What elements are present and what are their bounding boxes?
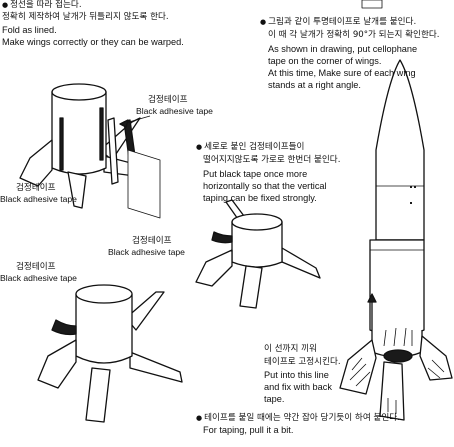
label-left-en: Black adhesive tape — [0, 194, 77, 204]
fin-left-mid — [195, 249, 233, 287]
tape-corners-en-2: tape on the corner of wings. — [268, 56, 382, 66]
fin-left — [19, 139, 53, 187]
figure-tube-top — [19, 83, 161, 219]
pull-tape-ko: 테이프를 붙일 때에는 약간 잡아 당기듯이 하여 붙인다. — [196, 413, 400, 425]
tape-corners-en-4: stands at a right angle. — [268, 80, 361, 90]
black-tape-en-3: taping can be fixed strongly. — [203, 193, 317, 203]
top-tab-shape — [361, 0, 383, 9]
fix-line-en-3: tape. — [264, 394, 285, 404]
label-top-en: Black adhesive tape — [136, 106, 213, 116]
tube-top — [51, 83, 107, 101]
tube-top-bot — [75, 284, 133, 304]
fin-lower-bot — [85, 367, 111, 423]
fin-right-bot — [129, 351, 183, 383]
fold-instruction-en: Fold as lined. — [2, 25, 57, 35]
label-left-ko: 검정테이프 — [16, 183, 56, 193]
arrow-head — [367, 293, 377, 303]
figure-tube-middle — [195, 199, 321, 309]
fix-line-en-1: Put into this line — [264, 370, 329, 380]
tape-strip-2 — [99, 107, 104, 161]
black-tape-en-2: horizontally so that the vertical — [203, 181, 327, 191]
fix-line-en-2: and fix with back — [264, 382, 332, 392]
label-top-ko: 검정테이프 — [148, 95, 188, 105]
fin-lower-mid — [239, 265, 263, 309]
tape-corners-en-3: At this time, Make sure of each wing — [268, 68, 416, 78]
tube-body-mid — [231, 221, 283, 268]
tape-corners-en-1: As shown in drawing, put cellophane — [268, 44, 418, 54]
figure-rocket — [339, 59, 453, 421]
fold-warning-ko: 정확히 제작하여 날개가 뒤틀리지 않도록 한다. — [2, 12, 169, 22]
tape-corners-ko-2: 이 때 각 날개가 정확히 90°가 되는지 확인한다. — [268, 30, 440, 40]
rocket-fin-front — [379, 361, 405, 421]
fold-warning-en: Make wings correctly or they can be warp… — [2, 37, 184, 47]
label-bottom-en: Black adhesive tape — [0, 273, 77, 283]
arrow-head-1 — [119, 119, 129, 128]
engine-mount — [383, 349, 413, 363]
rocket-nose — [375, 59, 425, 241]
fin-right-mid — [281, 247, 321, 279]
rocket-body — [369, 239, 425, 337]
label-mid-ko: 검정테이프 — [132, 236, 172, 246]
rocket-fin-left — [339, 339, 377, 395]
tape-panel — [127, 149, 161, 219]
black-tape-ko-2: 떨어지지않도록 가로로 한번더 붙인다. — [203, 155, 341, 165]
figure-tube-bottom — [37, 284, 183, 423]
fix-line-ko-1: 이 선까지 끼워 — [264, 344, 317, 354]
pull-tape-en: For taping, pull it a bit. — [203, 425, 294, 435]
tape-strip-1 — [59, 117, 64, 171]
label-bottom-ko: 검정테이프 — [16, 262, 56, 272]
rocket-fin-right — [419, 335, 453, 381]
fix-line-ko-2: 테이프로 고정시킨다. — [264, 357, 341, 367]
fold-instruction-ko: 정선을 따라 접는다. — [2, 0, 81, 12]
label-mid-en: Black adhesive tape — [108, 247, 185, 257]
black-tape-en-1: Put black tape once more — [203, 169, 308, 179]
black-tape-ko-1: 세로로 붙인 검정테이프들이 — [196, 142, 304, 154]
tape-loose-2 — [107, 117, 119, 185]
tube-top-mid — [231, 213, 283, 231]
tape-corners-ko-1: 그림과 같이 투명테이프로 날개를 붙인다. — [260, 17, 416, 29]
tape-band-bot — [51, 319, 77, 336]
fin-back-bot — [125, 291, 165, 331]
tube-body-bot — [75, 293, 133, 364]
fin-lower — [67, 171, 87, 209]
fin-left-bot — [37, 339, 77, 389]
tube-body — [51, 91, 107, 175]
tape-band-mid — [211, 231, 233, 244]
